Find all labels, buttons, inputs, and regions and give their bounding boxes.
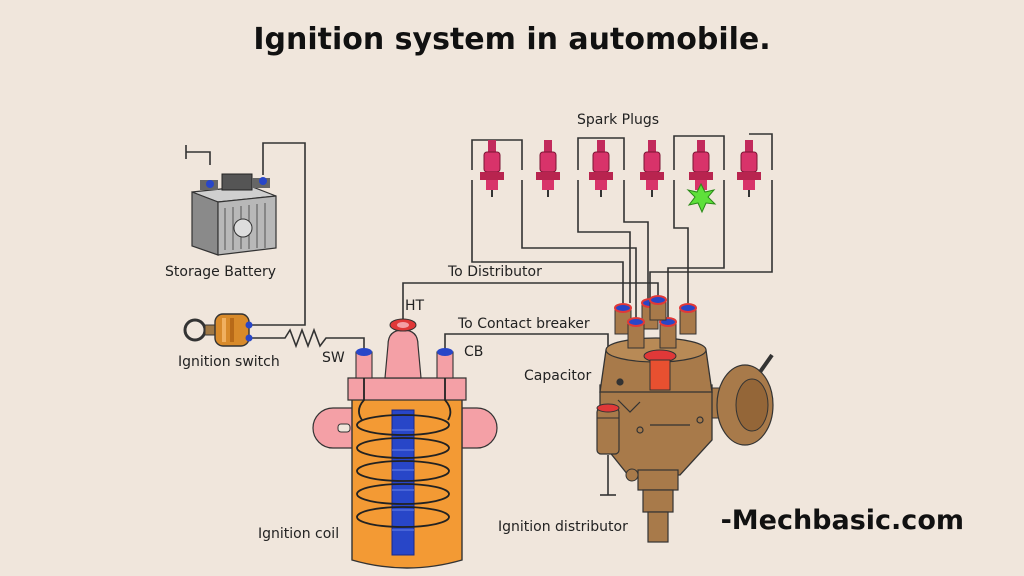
- spark-plug-4: [640, 140, 664, 197]
- ht-label: HT: [405, 298, 425, 314]
- cb-label: CB: [464, 344, 483, 360]
- spark-plug-6: [737, 140, 761, 197]
- spark-plugs-label: Spark Plugs: [577, 112, 659, 128]
- key-switch-icon: [183, 313, 253, 347]
- to-distributor-label: To Distributor: [447, 264, 542, 280]
- capacitor-label: Capacitor: [524, 368, 591, 384]
- ignition-distributor-label: Ignition distributor: [498, 519, 628, 535]
- spark-plug-2: [536, 140, 560, 197]
- spark-icon: [686, 182, 717, 214]
- spark-plug-3: [589, 140, 613, 197]
- ignition-coil-label: Ignition coil: [258, 526, 339, 542]
- page-title: Ignition system in automobile.: [253, 22, 771, 57]
- wiring: [185, 133, 773, 496]
- battery-icon: [191, 173, 277, 256]
- ignition-coil: [312, 318, 498, 569]
- capacitor-icon: [596, 403, 620, 455]
- ignition-switch-label: Ignition switch: [178, 354, 280, 370]
- sw-label: SW: [322, 350, 345, 366]
- spark-plug-1: [480, 140, 504, 197]
- storage-battery-label: Storage Battery: [165, 264, 276, 280]
- to-contact-breaker-label: To Contact breaker: [457, 316, 590, 332]
- ignition-distributor: [599, 295, 774, 543]
- site-credit: -Mechbasic.com: [720, 505, 964, 536]
